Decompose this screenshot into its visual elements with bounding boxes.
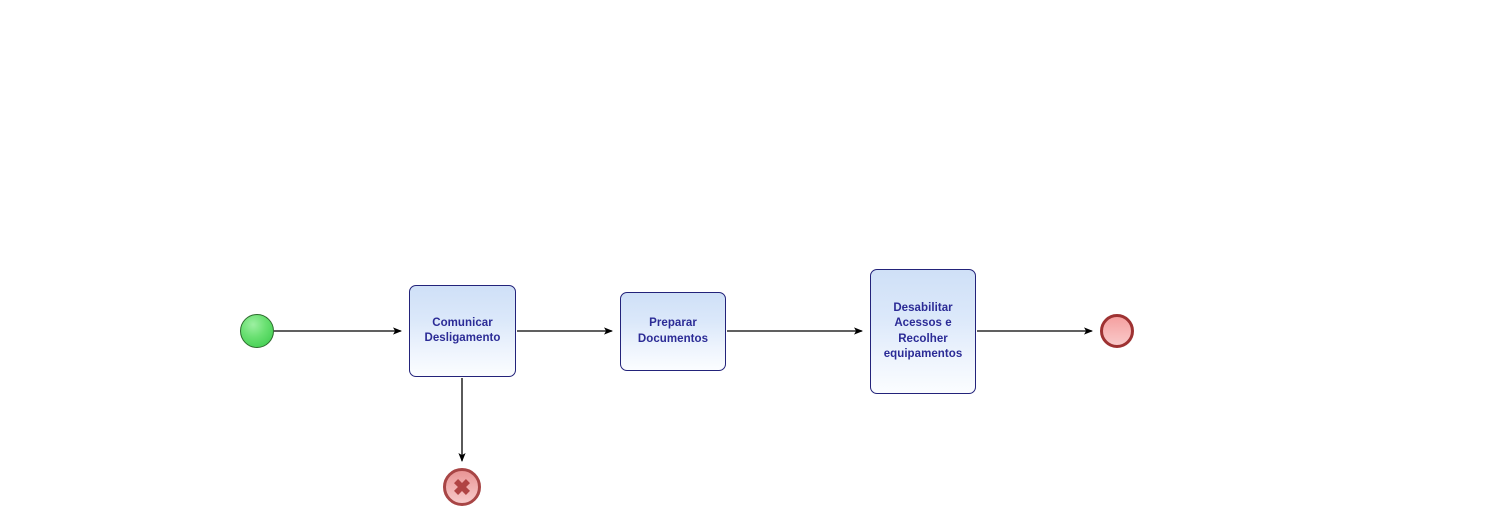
cancel-cross-icon [454, 479, 470, 495]
task-desabilitar-acessos[interactable]: Desabilitar Acessos e Recolher equipamen… [870, 269, 976, 394]
task-comunicar-desligamento[interactable]: Comunicar Desligamento [409, 285, 516, 377]
task-preparar-documentos[interactable]: Preparar Documentos [620, 292, 726, 371]
task-label: Preparar Documentos [637, 317, 709, 345]
start-event[interactable] [240, 314, 274, 348]
task-label: Comunicar Desligamento [424, 316, 501, 345]
terminate-end-event[interactable] [443, 468, 481, 506]
end-event[interactable] [1100, 314, 1134, 348]
task-label: Desabilitar Acessos e Recolher equipamen… [883, 301, 963, 361]
